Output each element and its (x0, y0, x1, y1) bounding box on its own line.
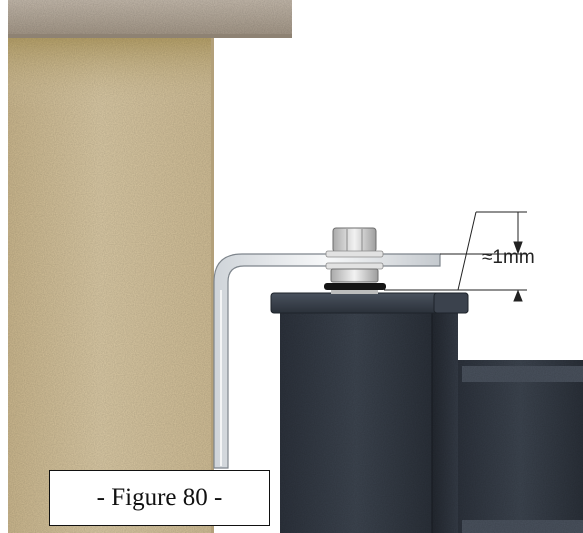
cross-beam (458, 360, 583, 533)
bolt-assembly (324, 227, 386, 294)
dimension-callout (384, 211, 527, 302)
concrete-slab (8, 0, 292, 38)
l-bracket (213, 253, 441, 469)
sandstone-wall (8, 38, 214, 533)
dimension-label: ≈1mm (482, 247, 535, 268)
metal-post (280, 310, 458, 533)
post-cap (270, 292, 469, 314)
figure-caption: - Figure 80 - (49, 470, 270, 526)
